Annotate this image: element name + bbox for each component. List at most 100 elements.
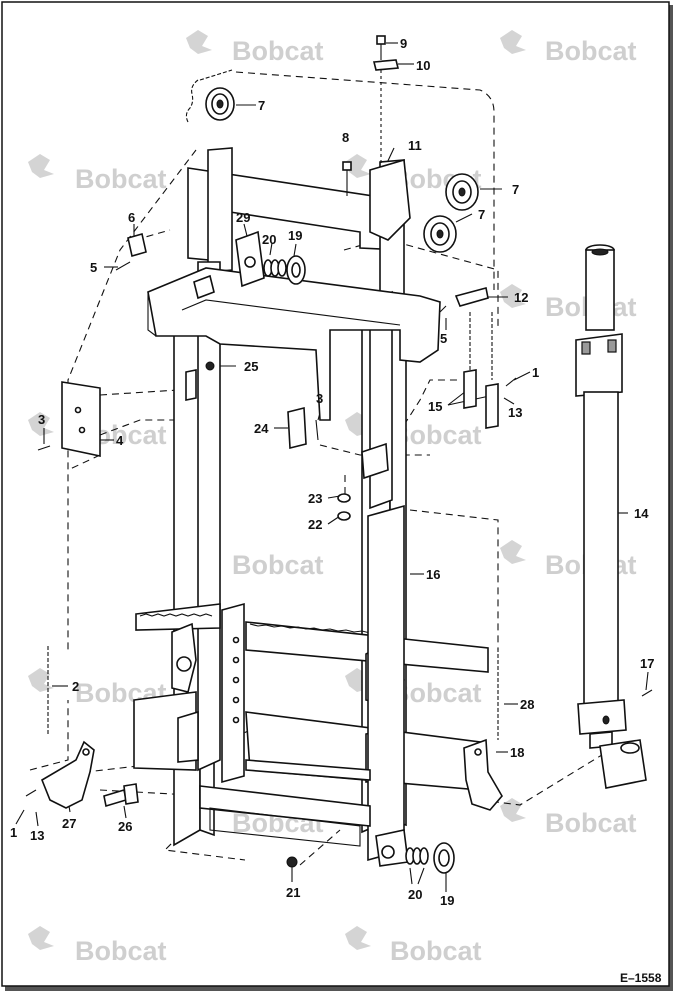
leader-line — [409, 867, 413, 885]
callout-16: 16 — [426, 567, 440, 582]
callout-19: 19 — [288, 228, 302, 243]
watermark-logo: Bobcat — [186, 30, 324, 66]
callout-6: 6 — [128, 210, 135, 225]
bracket-hole — [474, 748, 482, 756]
callout-28: 28 — [520, 697, 534, 712]
cylinder-base-block — [577, 699, 627, 735]
leader-line — [455, 213, 473, 223]
pin-12 — [454, 287, 489, 307]
assembly-guide-lines — [29, 71, 611, 866]
callout-18: 18 — [510, 745, 524, 760]
bottom-cross-member-lower — [209, 807, 361, 847]
callout-8: 8 — [342, 130, 349, 145]
fitting-17 — [641, 689, 653, 697]
callout-17: 17 — [640, 656, 654, 671]
guide-line — [235, 71, 495, 290]
mid-cross-bar — [245, 759, 371, 781]
diagram-code: E–1558 — [620, 971, 662, 985]
watermark-logo: Bobcat — [500, 798, 637, 838]
callout-10: 10 — [416, 58, 430, 73]
mount-hole — [232, 656, 240, 664]
watermark-logo: Bobcat — [28, 926, 167, 966]
gland-lug — [581, 341, 591, 355]
mount-hole — [232, 696, 240, 704]
callout-20: 20 — [262, 232, 276, 247]
guide-line — [67, 149, 197, 650]
mount-hole — [232, 716, 240, 724]
watermark-text: Bobcat — [75, 936, 167, 966]
callout-3: 3 — [38, 412, 45, 427]
chain-top-left — [185, 79, 199, 123]
mount-hole — [232, 676, 240, 684]
callout-29: 29 — [236, 210, 250, 225]
bracket-11 — [369, 158, 411, 241]
lift-cylinder-14 — [575, 244, 653, 789]
bolt-5 — [439, 305, 447, 313]
callout-13: 13 — [30, 828, 44, 843]
watermark-logo: Bobcat — [28, 154, 167, 194]
bolt-26-head — [123, 783, 139, 805]
watermark-text: Bobcat — [75, 164, 167, 194]
bracket-hole — [74, 406, 82, 414]
watermark-text: Bobcat — [232, 550, 324, 580]
callout-labels: 9 10 7 8 11 7 7 6 5 29 20 19 12 5 25 1 1… — [10, 36, 654, 908]
leader-line — [293, 243, 297, 257]
chain-clamp-6 — [127, 232, 147, 258]
top-cross-member-edge — [181, 299, 401, 326]
washer-22 — [337, 511, 351, 521]
leader-line — [503, 397, 515, 405]
guide-shoe — [185, 369, 197, 401]
base-fitting — [602, 715, 610, 725]
callout-24: 24 — [254, 421, 269, 436]
bracket-hole — [82, 748, 90, 756]
leader-line — [269, 242, 273, 256]
cylinder-barrel — [583, 391, 619, 705]
callout-4: 4 — [116, 433, 124, 448]
anchor-bolt-15 — [463, 369, 477, 409]
callout-9: 9 — [400, 36, 407, 51]
leader-line — [15, 809, 25, 825]
bolt-3 — [315, 419, 319, 441]
cotter-pin-1 — [25, 789, 37, 797]
callout-14: 14 — [634, 506, 649, 521]
callout-21: 21 — [286, 885, 300, 900]
bracket-18 — [463, 738, 503, 811]
watermark-text: Bobcat — [545, 36, 637, 66]
block-bore — [244, 256, 256, 268]
grease-fitting-25 — [205, 361, 215, 371]
chain-anchor — [193, 274, 215, 300]
callout-7: 7 — [512, 182, 519, 197]
top-cross-member — [147, 267, 441, 421]
left-inner-rail-top — [207, 147, 233, 273]
hook-roller — [176, 656, 192, 672]
sheave-hub — [438, 849, 450, 867]
callout-25: 25 — [244, 359, 258, 374]
guide-line — [29, 700, 69, 771]
load-backrest-upper — [135, 603, 221, 631]
watermark-text: Bobcat — [232, 36, 324, 66]
cotter-pin-1 — [505, 377, 517, 387]
callout-13: 13 — [508, 405, 522, 420]
cylinder-rod — [585, 249, 615, 331]
top-cross-member-edge — [147, 292, 157, 337]
callout-1: 1 — [10, 825, 17, 840]
carriage-mount-plate — [221, 602, 245, 784]
watermark-text: Bobcat — [390, 936, 482, 966]
guide-line — [359, 231, 499, 330]
leader-line — [513, 371, 531, 381]
bottom-cross-member — [199, 785, 371, 827]
bracket-hole — [78, 426, 86, 434]
callout-7: 7 — [478, 207, 485, 222]
callout-3: 3 — [316, 391, 323, 406]
callout-1: 1 — [532, 365, 539, 380]
gland-lug — [607, 339, 617, 353]
callout-22: 22 — [308, 517, 322, 532]
callout-7: 7 — [258, 98, 265, 113]
left-inner-upright — [197, 261, 221, 772]
sheave-bore — [436, 229, 444, 239]
chain-top — [199, 69, 233, 81]
callout-5: 5 — [90, 260, 97, 275]
bolt-3 — [37, 445, 51, 451]
